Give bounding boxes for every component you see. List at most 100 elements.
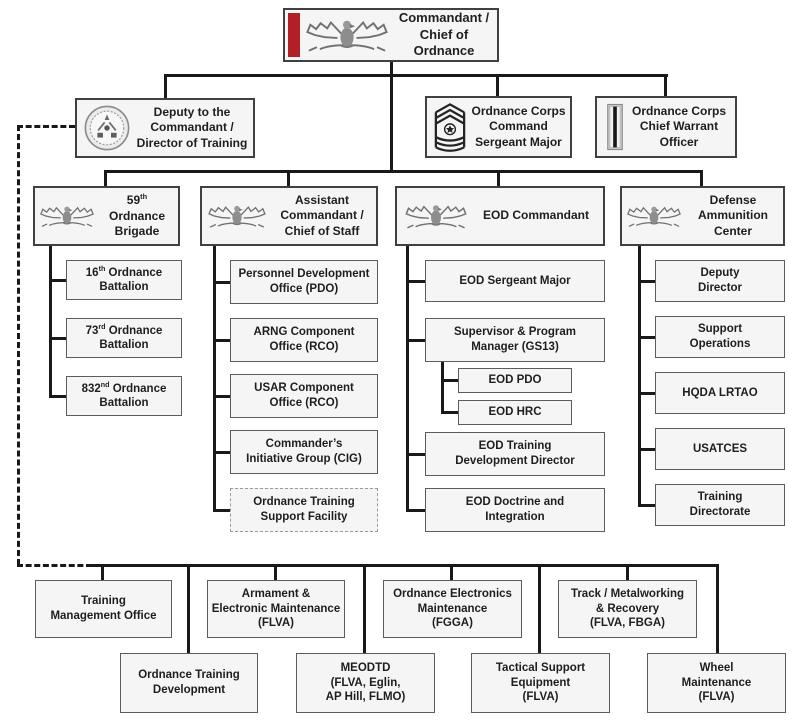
connector-stub <box>626 564 629 580</box>
node-label: Commander’s Initiative Group (CIG) <box>246 438 362 465</box>
connector-stub <box>164 74 167 98</box>
node-wheel-maintenance: Wheel Maintenance (FLVA) <box>647 653 786 713</box>
node-label: Ordnance Training Support Facility <box>253 496 355 523</box>
node-16th-ordnance-battalion: 16th Ordnance Battalion <box>66 260 182 300</box>
node-eod-hrc: EOD HRC <box>458 400 572 425</box>
node-chief-warrant-officer: Ordnance Corps Chief Warrant Officer <box>595 96 737 158</box>
connector-stub <box>496 74 499 96</box>
connector-drop <box>538 564 541 653</box>
connector-elbow <box>213 281 230 284</box>
node-support-operations: Support Operations <box>655 316 785 358</box>
connector-elbow <box>406 509 425 512</box>
connector-stub <box>664 74 667 96</box>
node-ordnance-electronics-maintenance: Ordnance Electronics Maintenance (FGGA) <box>383 580 522 638</box>
connector-branch-trunk <box>104 170 703 173</box>
node-eod-pdo: EOD PDO <box>458 368 572 393</box>
connector-stub <box>287 170 290 186</box>
node-label: USATCES <box>692 442 748 455</box>
connector-spine <box>49 246 52 398</box>
connector-stub <box>700 170 703 186</box>
node-deputy-director: Deputy Director <box>655 260 785 302</box>
connector-spine <box>638 246 641 507</box>
node-label: Ordnance Training Development <box>138 669 240 696</box>
node-label: Personnel Development Office (PDO) <box>238 268 370 295</box>
node-label: Tactical Support Equipment (FLVA) <box>495 661 586 704</box>
node-tactical-support-equipment: Tactical Support Equipment (FLVA) <box>471 653 610 713</box>
node-assistant-commandant: Assistant Commandant / Chief of Staff <box>200 186 378 246</box>
node-supervisor-program-manager: Supervisor & Program Manager (GS13) <box>425 318 605 362</box>
sergeant-major-insignia-icon <box>433 101 467 153</box>
connector-stub <box>274 564 277 580</box>
node-59th-ordnance-brigade: 59th Ordnance Brigade <box>33 186 180 246</box>
colonel-eagle-icon <box>403 199 469 233</box>
connector-subspine <box>441 362 444 414</box>
node-label: Wheel Maintenance (FLVA) <box>681 661 752 704</box>
connector-elbow <box>638 392 655 395</box>
node-label: Ordnance Electronics Maintenance (FGGA) <box>393 587 512 630</box>
connector-elbow <box>638 280 655 283</box>
connector-elbow <box>213 339 230 342</box>
node-label: Deputy to the Commandant / Director of T… <box>136 104 248 150</box>
node-label: 832nd Ordnance Battalion <box>81 380 167 410</box>
node-label: ARNG Component Office (RCO) <box>253 326 355 353</box>
connector-stub <box>104 170 107 186</box>
connector-elbow <box>406 339 425 342</box>
node-label: 73rd Ordnance Battalion <box>85 322 163 352</box>
node-label: EOD HRC <box>488 406 542 419</box>
node-label: Ordnance Corps Command Sergeant Major <box>471 103 566 149</box>
connector-elbow <box>406 453 425 456</box>
node-label: Armament & Electronic Maintenance (FLVA) <box>211 587 341 630</box>
node-personnel-development-office: Personnel Development Office (PDO) <box>230 260 378 304</box>
connector-elbow <box>213 451 230 454</box>
node-label: EOD PDO <box>488 374 542 387</box>
node-label: MEODTD (FLVA, Eglin, AP Hill, FLMO) <box>325 661 406 704</box>
connector-elbow <box>49 279 66 282</box>
node-armament-electronic-maintenance: Armament & Electronic Maintenance (FLVA) <box>207 580 345 638</box>
node-label: Assistant Commandant / Chief of Staff <box>280 192 364 238</box>
warrant-officer-insignia-icon <box>607 101 623 153</box>
connector-dashed <box>17 125 75 128</box>
colonel-eagle-icon <box>206 200 268 232</box>
node-73rd-ordnance-battalion: 73rd Ordnance Battalion <box>66 318 182 358</box>
connector-dashed <box>17 125 20 565</box>
connector-dashed <box>17 564 92 567</box>
connector-stub <box>497 170 500 186</box>
colonel-eagle-icon <box>38 201 96 231</box>
connector-elbow <box>213 509 230 512</box>
node-label: EOD Sergeant Major <box>459 274 571 287</box>
node-eod-training-development-director: EOD Training Development Director <box>425 432 605 476</box>
army-seal-icon <box>83 104 131 152</box>
connector-elbow <box>213 395 230 398</box>
node-label: Deputy Director <box>697 267 743 294</box>
connector-elbow <box>441 411 458 414</box>
connector-spine <box>406 246 409 512</box>
connector-elbow <box>638 336 655 339</box>
connector-elbow <box>638 448 655 451</box>
node-training-management-office: Training Management Office <box>35 580 172 638</box>
node-label: Supervisor & Program Manager (GS13) <box>453 326 577 353</box>
node-command-sergeant-major: Ordnance Corps Command Sergeant Major <box>425 96 572 158</box>
node-label: Support Operations <box>689 323 751 350</box>
red-accent-bar <box>288 13 300 57</box>
connector-staff-trunk <box>164 74 668 77</box>
node-label: EOD Commandant <box>482 208 589 223</box>
node-label: Training Directorate <box>689 491 751 518</box>
connector-stub <box>101 564 104 580</box>
node-eod-commandant: EOD Commandant <box>395 186 605 246</box>
node-label: Ordnance Corps Chief Warrant Officer <box>631 103 727 149</box>
node-training-directorate: Training Directorate <box>655 484 785 526</box>
node-832nd-ordnance-battalion: 832nd Ordnance Battalion <box>66 376 182 416</box>
connector-elbow <box>638 504 655 507</box>
connector-elbow <box>441 379 458 382</box>
connector-spine <box>213 246 216 512</box>
node-track-metalworking-recovery: Track / Metalworking & Recovery (FLVA, F… <box>558 580 697 638</box>
node-commanders-initiative-group: Commander’s Initiative Group (CIG) <box>230 430 378 474</box>
connector-training-trunk <box>92 564 719 567</box>
colonel-eagle-icon <box>303 14 391 56</box>
node-label: Training Management Office <box>50 595 157 622</box>
node-eod-doctrine-integration: EOD Doctrine and Integration <box>425 488 605 532</box>
node-deputy-commandant: Deputy to the Commandant / Director of T… <box>75 98 255 158</box>
node-commandant: Commandant / Chief of Ordnance <box>283 8 499 62</box>
node-arng-component-office: ARNG Component Office (RCO) <box>230 318 378 362</box>
node-label: Commandant / Chief of Ordnance <box>398 10 490 59</box>
